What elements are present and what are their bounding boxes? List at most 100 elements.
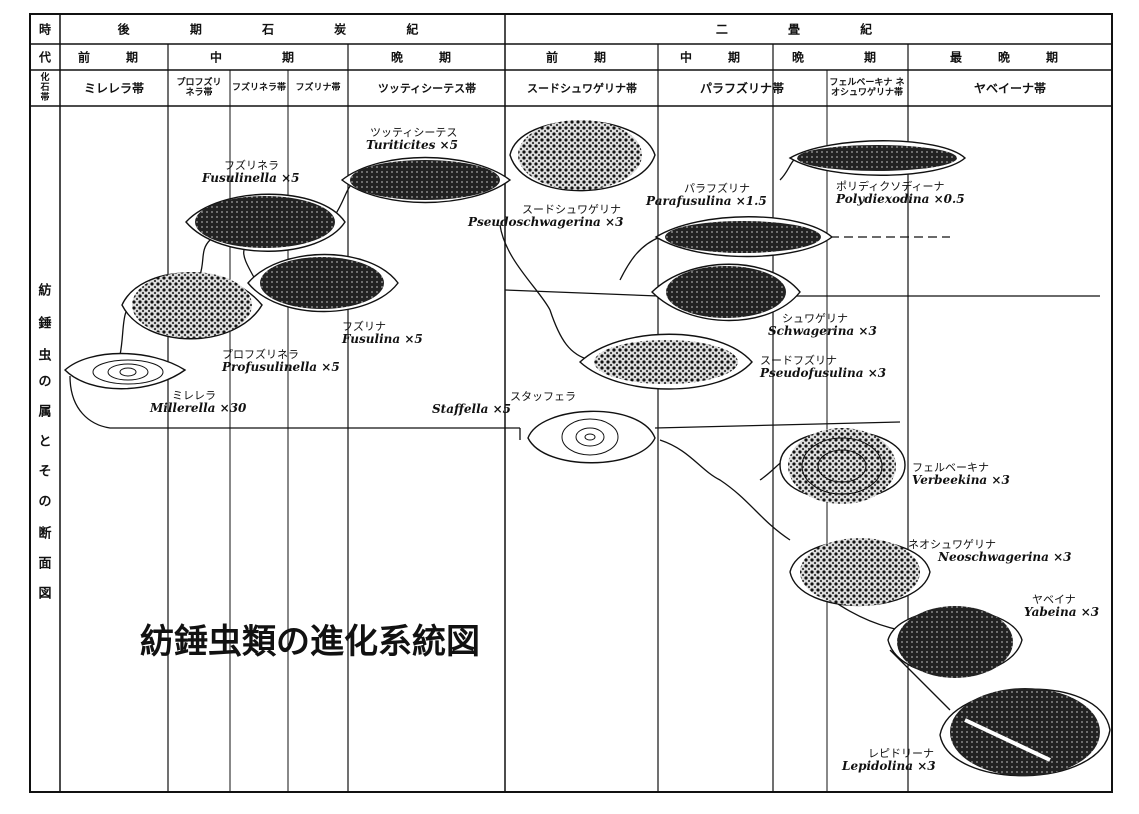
outer-border: [29, 13, 1113, 793]
taxon-latin-name: Yabeina ×3: [1024, 606, 1099, 619]
fossil-pseudofusulina: [578, 333, 753, 390]
taxon-magnification: ×3: [605, 215, 624, 229]
epoch-latest-permian: 最 晩 期: [949, 50, 1071, 65]
taxon-latin-name: Pseudoschwagerina ×3: [468, 216, 623, 229]
fossil-fusulina: [247, 253, 399, 313]
taxon-label-neoschwagerina: ネオシュワゲリナ Neoschwagerina ×3: [908, 538, 1072, 564]
epoch-middle-permian: 中 期: [679, 50, 753, 65]
zone-fusulina: フズリナ帯: [295, 83, 341, 93]
taxon-jp-name: ミレレラ: [172, 389, 216, 402]
taxon-latin-name: Turiticites ×5: [366, 139, 458, 152]
taxon-latin-name: Schwagerina ×3: [768, 325, 877, 338]
taxon-magnification: ×3: [867, 366, 887, 380]
taxon-genus: Verbeekina: [912, 473, 988, 487]
side-caption-char: 虫: [38, 348, 52, 364]
taxon-magnification: ×5: [492, 402, 512, 416]
taxon-label-schwagerina: シュワゲリナ Schwagerina ×3: [768, 312, 877, 338]
taxon-label-parafusulina: パラフズリナ Parafusulina ×1.5: [646, 182, 767, 208]
taxon-genus: Lepidolina: [842, 759, 914, 773]
taxon-jp-name: フェルベーキナ: [912, 461, 989, 474]
taxon-label-polydiexodina: ポリディクソディーナ Polydiexodina ×0.5: [836, 180, 965, 206]
period-permian: 二 畳 紀: [715, 22, 901, 37]
taxon-label-staffella: スタッフェラ Staffella ×5: [432, 390, 576, 416]
taxon-jp-name: ポリディクソディーナ: [836, 180, 945, 193]
fossil-schwagerina: [651, 263, 801, 322]
taxon-magnification: ×3: [991, 473, 1010, 487]
taxon-magnification: ×30: [219, 401, 247, 415]
taxon-magnification: ×5: [321, 360, 340, 374]
taxon-latin-name: Polydiexodina ×0.5: [836, 193, 965, 206]
taxon-genus: Pseudofusulina: [760, 366, 864, 380]
taxon-jp-name: スードフズリナ: [760, 354, 837, 367]
epoch-middle-carboniferous: 中 期: [209, 50, 307, 65]
epoch-early-carboniferous: 前 期: [77, 50, 151, 65]
taxon-label-pseudofusulina: スードフズリナ Pseudofusulina ×3: [760, 354, 886, 380]
zone-pseudoschwagerina: スードシュワゲリナ帯: [527, 82, 637, 95]
taxon-genus: Fusulina: [342, 332, 401, 346]
taxon-magnification: ×5: [404, 332, 423, 346]
taxon-magnification: ×5: [281, 171, 300, 185]
taxon-genus: Staffella: [432, 402, 489, 416]
taxon-magnification: ×1.5: [735, 194, 767, 208]
taxon-jp-name: フズリナ: [342, 320, 386, 333]
taxon-magnification: ×3: [917, 759, 936, 773]
side-caption-char: 属: [38, 404, 52, 420]
fossil-fusulinella: [185, 193, 346, 252]
taxon-genus: Profusulinella: [222, 360, 318, 374]
fossil-verbeekina: [779, 428, 906, 504]
period-late-carboniferous: 後 期 石 炭 紀: [117, 22, 447, 37]
side-caption-char: 錘: [38, 316, 52, 332]
taxon-jp-name: ヤベイナ: [1032, 593, 1076, 606]
taxon-label-profusulinella: プロフズリネラ Profusulinella ×5: [222, 348, 340, 374]
taxon-latin-name: Fusulina ×5: [342, 333, 423, 346]
era-column-label: 時: [38, 22, 52, 37]
taxon-genus: Pseudoschwagerina: [468, 215, 601, 229]
taxon-latin-name: Profusulinella ×5: [222, 361, 340, 374]
side-caption-char: 面: [38, 556, 52, 572]
fossil-millerella: [63, 352, 187, 390]
epoch-early-permian: 前 期: [545, 50, 619, 65]
taxon-genus: Millerella: [150, 401, 216, 415]
fossil-parafusulina: [654, 216, 834, 258]
zone-column-label: 化石帯: [40, 73, 50, 103]
fossil-pseudoschwagerina: [509, 120, 656, 192]
zone-fusulinella: フズリネラ帯: [231, 83, 287, 93]
side-caption-char: と: [38, 434, 52, 450]
taxon-label-pseudoschwagerina: スードシュワゲリナ Pseudoschwagerina ×3: [468, 203, 623, 229]
taxon-jp-name: パラフズリナ: [684, 182, 750, 195]
zone-yabeina: ヤベイーナ帯: [973, 81, 1047, 96]
side-caption-char: の: [38, 374, 52, 390]
era-column-label-2: 代: [38, 50, 52, 65]
taxon-label-turiticites: ツッティシーテス Turiticites ×5: [366, 126, 458, 152]
taxon-latin-name: Millerella ×30: [150, 402, 246, 415]
fossil-neoschwagerina: [789, 538, 931, 607]
taxon-jp-name: シュワゲリナ: [782, 312, 848, 325]
taxon-label-yabeina: ヤベイナ Yabeina ×3: [1024, 593, 1099, 619]
taxon-genus: Polydiexodina: [836, 192, 930, 206]
taxon-genus: Turiticites: [366, 138, 436, 152]
side-caption-char: の: [38, 494, 52, 510]
taxon-jp-name: フズリネラ: [224, 159, 279, 172]
taxon-label-fusulinella: フズリネラ Fusulinella ×5: [202, 159, 299, 185]
side-caption-char: 紡: [38, 283, 52, 299]
zone-millerella: ミレレラ帯: [83, 81, 145, 96]
zone-profusulinella: プロフズリ ネラ帯: [176, 78, 222, 98]
taxon-latin-name: Verbeekina ×3: [912, 474, 1010, 487]
zone-turiticites: ツッティシーテス帯: [377, 82, 477, 95]
taxon-magnification: ×0.5: [933, 192, 965, 206]
zone-parafusulina: パラフズリナ帯: [699, 81, 785, 96]
side-caption-char: 図: [38, 586, 52, 602]
taxon-jp-name: ツッティシーテス: [370, 126, 458, 139]
fossil-staffella: [527, 410, 656, 464]
taxon-jp-name: ネオシュワゲリナ: [908, 538, 996, 551]
fossil-turiticites: [340, 156, 512, 204]
epoch-late-permian: 晩 期: [791, 50, 889, 65]
taxon-latin-name: Lepidolina ×3: [842, 760, 936, 773]
taxon-latin-name: Fusulinella ×5: [202, 172, 299, 185]
taxon-magnification: ×5: [439, 138, 458, 152]
taxon-magnification: ×3: [858, 324, 877, 338]
taxon-latin-name: Staffella ×5: [432, 403, 576, 416]
taxon-genus: Parafusulina: [646, 194, 732, 208]
